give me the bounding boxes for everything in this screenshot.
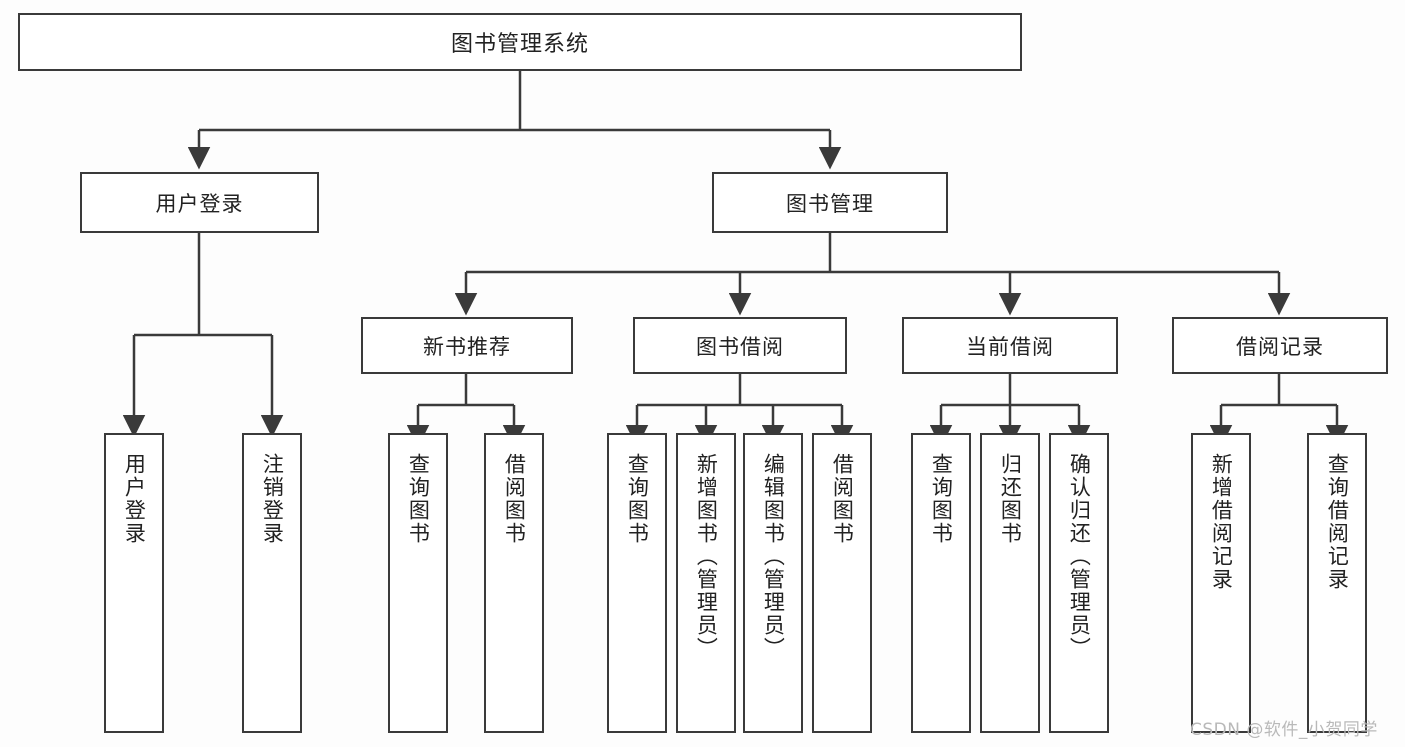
leaf-current-borrow-return[interactable]: 归还图书 — [980, 433, 1040, 733]
leaf-book-borrow-query[interactable]: 查询图书 — [607, 433, 667, 733]
node-label: 借阅记录 — [1236, 334, 1324, 359]
node-borrow-record[interactable]: 借阅记录 — [1172, 317, 1388, 374]
node-label: 新书推荐 — [423, 334, 511, 359]
leaf-label: 查询图书 — [625, 453, 650, 545]
node-user-login[interactable]: 用户登录 — [80, 172, 319, 233]
node-current-borrow[interactable]: 当前借阅 — [902, 317, 1118, 374]
node-label: 图书管理 — [786, 191, 874, 216]
leaf-label: 新增图书（管理员） — [694, 453, 719, 660]
node-label: 用户登录 — [155, 191, 244, 216]
node-label: 图书借阅 — [696, 334, 784, 359]
leaf-book-borrow-add[interactable]: 新增图书（管理员） — [676, 433, 736, 733]
leaf-label: 注销登录 — [260, 453, 285, 545]
node-book-borrow[interactable]: 图书借阅 — [633, 317, 847, 374]
leaf-book-borrow-borrow[interactable]: 借阅图书 — [812, 433, 872, 733]
leaf-current-borrow-query[interactable]: 查询图书 — [911, 433, 971, 733]
csdn-watermark: CSDN @软件_小贺同学 — [1190, 715, 1378, 740]
leaf-label: 借阅图书 — [502, 453, 527, 545]
node-new-book-recommend[interactable]: 新书推荐 — [361, 317, 573, 374]
leaf-borrow-record-add[interactable]: 新增借阅记录 — [1191, 433, 1251, 733]
leaf-label: 归还图书 — [998, 453, 1023, 545]
leaf-new-book-borrow[interactable]: 借阅图书 — [484, 433, 544, 733]
leaf-label: 用户登录 — [122, 453, 147, 545]
leaf-label: 查询借阅记录 — [1325, 453, 1350, 591]
node-label: 当前借阅 — [966, 334, 1054, 359]
leaf-new-book-query[interactable]: 查询图书 — [388, 433, 448, 733]
leaf-borrow-record-query[interactable]: 查询借阅记录 — [1307, 433, 1367, 733]
leaf-label: 确认归还（管理员） — [1067, 453, 1092, 660]
leaf-label: 查询图书 — [406, 453, 431, 545]
node-label: 图书管理系统 — [450, 32, 589, 57]
watermark-text: CSDN @软件_小贺同学 — [1190, 720, 1378, 740]
leaf-label: 新增借阅记录 — [1209, 453, 1234, 591]
leaf-current-borrow-confirm-return[interactable]: 确认归还（管理员） — [1049, 433, 1109, 733]
leaf-user-login-signout[interactable]: 注销登录 — [242, 433, 302, 733]
leaf-user-login-signin[interactable]: 用户登录 — [104, 433, 164, 733]
leaf-label: 借阅图书 — [830, 453, 855, 545]
leaf-label: 编辑图书（管理员） — [761, 453, 786, 660]
leaf-book-borrow-edit[interactable]: 编辑图书（管理员） — [743, 433, 803, 733]
node-book-management[interactable]: 图书管理 — [712, 172, 948, 233]
node-root-system[interactable]: 图书管理系统 — [18, 13, 1022, 71]
leaf-label: 查询图书 — [929, 453, 954, 545]
